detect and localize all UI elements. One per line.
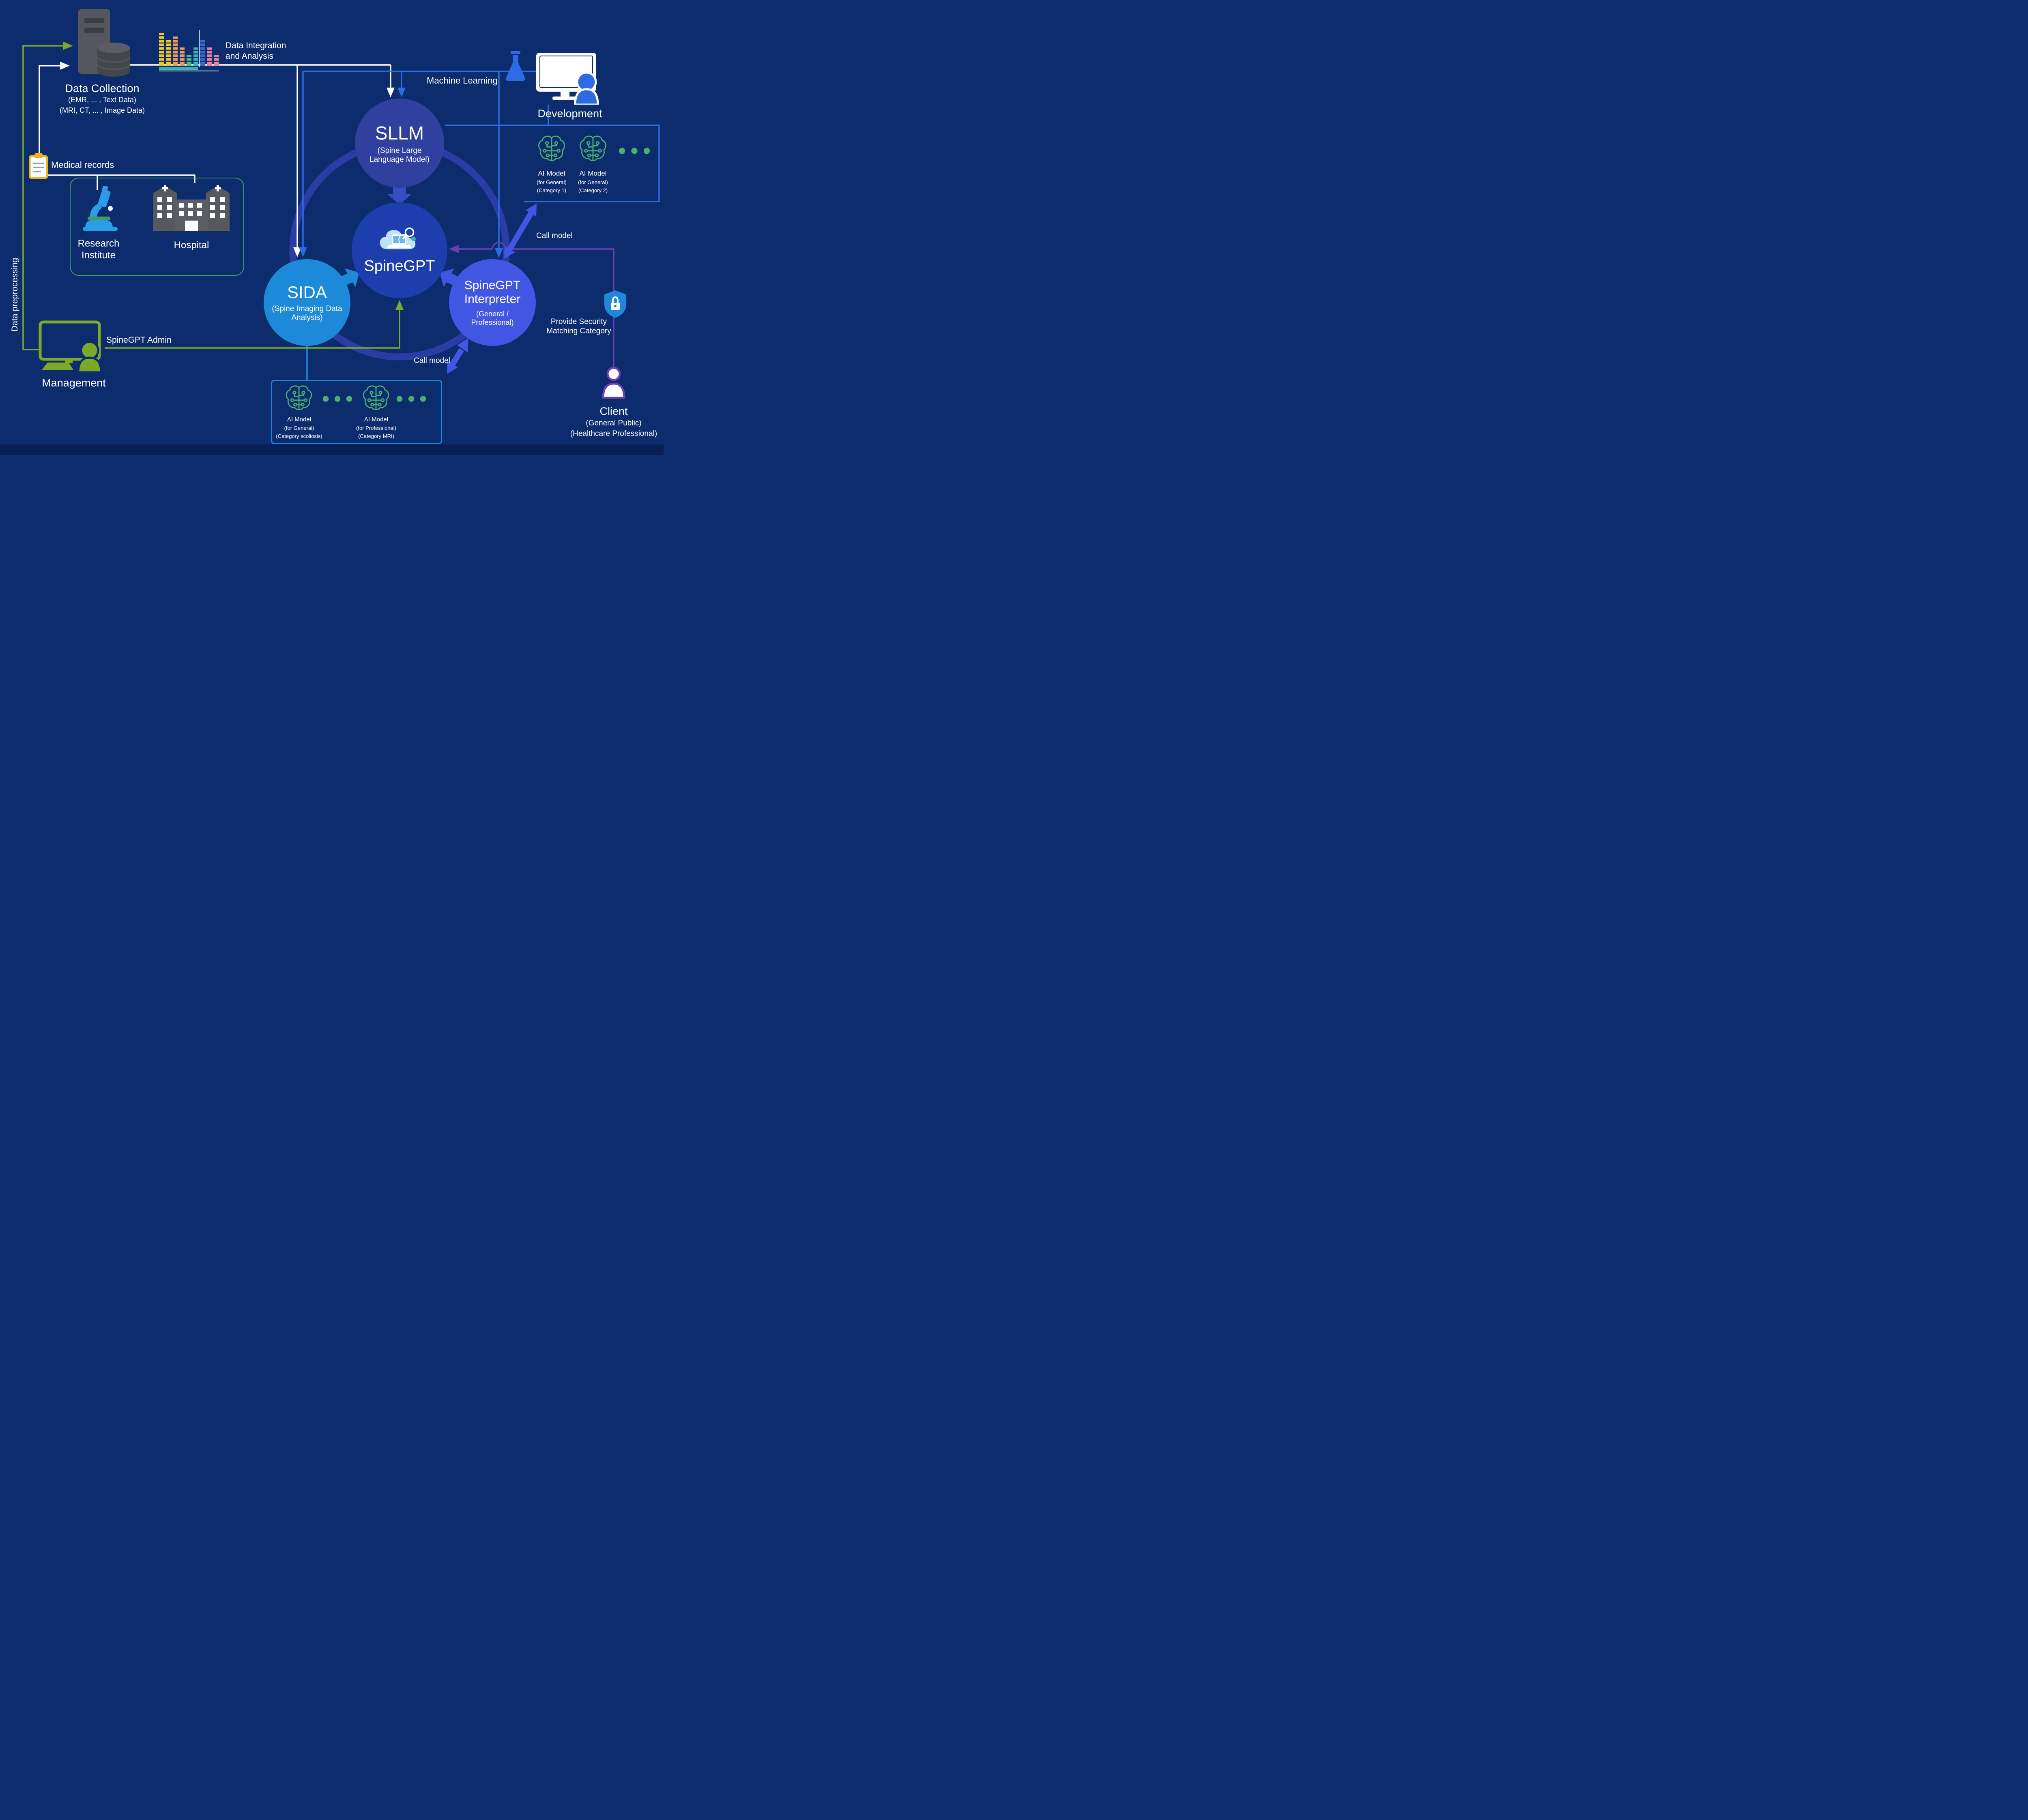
ai-model-right-1-sub1: (for General): [537, 179, 567, 185]
ai-model-bottom-1-sub2: (Category scoliosis): [276, 433, 322, 439]
security-shield-icon: [604, 290, 626, 318]
development-label: Development: [537, 107, 602, 120]
medical-records-label: Medical records: [51, 160, 114, 170]
ai-model-icon-right-1: [536, 134, 567, 165]
research-institute-icon: [83, 186, 118, 231]
data-collection-sub2: (MRI, CT, ... , Image Data): [59, 106, 145, 114]
ai-model-icon-right-2: [578, 134, 608, 165]
data-collection-server-icon: [78, 9, 131, 77]
data-preprocessing-label: Data preprocessing: [10, 258, 20, 332]
research-institute-label: Research Institute: [77, 238, 120, 261]
call-model-arrow-right: [504, 204, 537, 259]
sida-title: SIDA: [287, 283, 327, 302]
sllm-title: SLLM: [375, 122, 424, 144]
data-integration-label: Data Integration and Analysis: [226, 41, 286, 61]
flask-icon: [506, 51, 525, 81]
ai-model-icon-bottom-1: [284, 384, 314, 414]
bottom-ai-models-box: [271, 380, 442, 444]
data-flow-lines-white: [39, 62, 395, 257]
data-integration-chart-icon: [159, 30, 219, 71]
development-icon: [536, 53, 599, 105]
hospital-label: Hospital: [174, 240, 209, 251]
management-icon: [39, 320, 102, 372]
machine-learning-label: Machine Learning: [427, 75, 498, 86]
ai-model-bottom-2-sub1: (for Professional): [356, 425, 396, 431]
interpreter-title: SpineGPT Interpreter: [464, 278, 521, 306]
ai-model-right-2-sub2: (Category 2): [578, 187, 608, 193]
management-label: Management: [42, 377, 106, 389]
interpreter-subtitle: (General / Professional): [471, 309, 514, 326]
ai-model-bottom-1-title: AI Model: [287, 416, 312, 423]
machine-learning-lines-blue: [299, 71, 660, 258]
ellipsis-dots-bottom-1: [322, 395, 353, 403]
client-person-icon: [602, 367, 625, 399]
connector-layer: [22, 42, 660, 380]
medical-records-icon: [29, 153, 48, 179]
sllm-to-spinegpt-arrow: [387, 182, 412, 204]
interpreter-circle: SpineGPT Interpreter (General / Professi…: [449, 259, 536, 346]
ai-model-right-2-title: AI Model: [579, 170, 607, 177]
institutions-box: [70, 178, 244, 276]
call-model-arrow-bottom: [447, 338, 468, 374]
spinegpt-title: SpineGPT: [364, 257, 435, 275]
ellipsis-dots-bottom-2: [396, 395, 427, 403]
ai-model-right-1-title: AI Model: [538, 170, 565, 177]
client-sub1: (General Public): [586, 419, 642, 427]
sida-subtitle: (Spine Imaging Data Analysis): [272, 305, 342, 322]
sida-circle: SIDA (Spine Imaging Data Analysis): [264, 259, 350, 346]
ai-model-right-2-sub1: (for General): [578, 179, 608, 185]
spinegpt-cloud-laptop-icon: [380, 227, 416, 249]
sllm-subtitle: (Spine Large Language Model): [370, 146, 430, 164]
spinegpt-circle: SpineGPT: [352, 202, 447, 298]
hospital-icon: [153, 185, 230, 231]
sllm-circle: SLLM (Spine Large Language Model): [355, 99, 444, 188]
data-collection-sub1: (EMR, ... , Text Data): [68, 96, 136, 104]
ellipsis-dots-right: [618, 147, 651, 155]
client-title: Client: [599, 405, 628, 417]
ai-model-bottom-2-sub2: (Category MRI): [358, 433, 394, 439]
ai-model-bottom-2-title: AI Model: [364, 416, 389, 423]
call-model-bottom-label: Call model: [414, 356, 450, 365]
spinegpt-admin-label: SpineGPT Admin: [106, 335, 172, 345]
client-sub2: (Healthcare Professional): [570, 429, 657, 438]
bottom-band: [0, 444, 664, 455]
ai-model-icon-bottom-2: [361, 384, 391, 414]
security-label: Provide Security Matching Category: [546, 318, 611, 336]
call-model-right-label: Call model: [536, 232, 573, 240]
preprocessing-admin-lines-green: [22, 42, 404, 350]
diagram-stage: Data Collection (EMR, ... , Text Data) (…: [0, 0, 664, 455]
ai-model-bottom-1-sub1: (for General): [284, 425, 314, 431]
data-collection-title: Data Collection: [65, 82, 140, 94]
ai-model-right-1-sub2: (Category 1): [537, 187, 567, 193]
